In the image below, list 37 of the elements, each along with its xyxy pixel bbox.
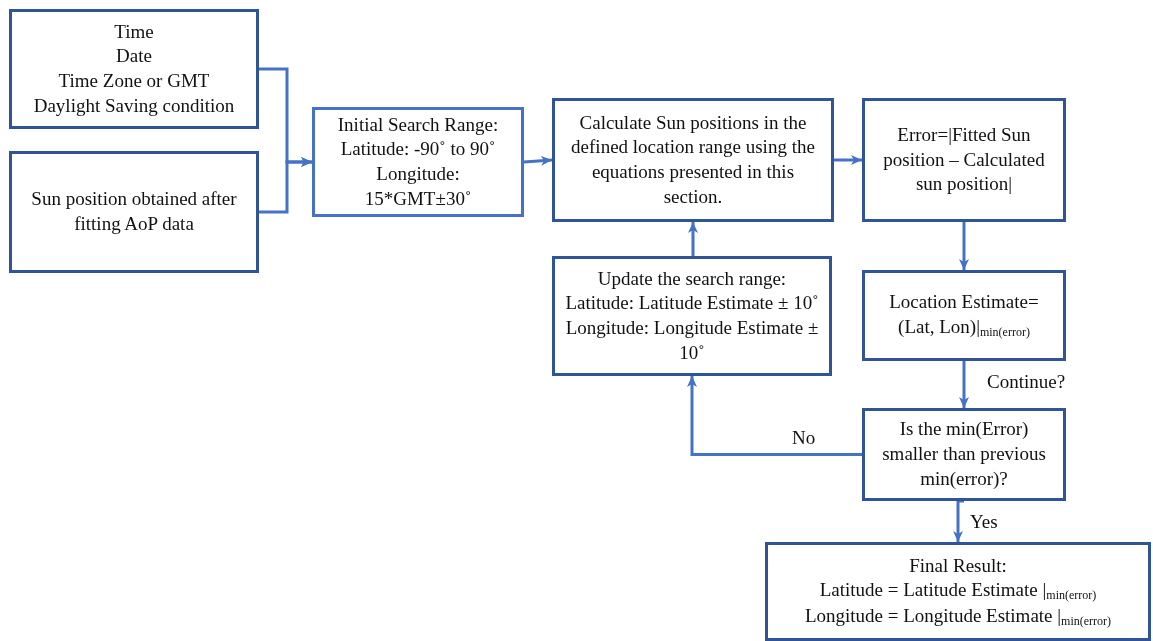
box-text: Location Estimate= — [889, 290, 1039, 315]
box-text: Daylight Saving condition — [33, 93, 235, 118]
process-box — [862, 98, 1066, 222]
box-text: (Lat, Lon)|$_{min(error)}$ — [898, 315, 1030, 341]
arrow — [688, 222, 698, 258]
process-box — [862, 270, 1066, 361]
process-box — [312, 107, 524, 217]
arrow — [259, 157, 312, 214]
box-text: Time — [114, 19, 154, 44]
box-text: Initial Search Range: — [337, 112, 499, 137]
process-box — [552, 98, 834, 222]
arrow — [959, 361, 969, 408]
process-box — [862, 408, 1066, 501]
process-box — [552, 256, 832, 376]
arrow — [959, 222, 969, 270]
process-box — [9, 151, 259, 273]
box-text: Date — [116, 44, 152, 69]
box-text: Time Zone or GMT — [58, 69, 210, 93]
box-text: Calculate Sun positions in the defined location range using the equations presented in this section. — [570, 110, 816, 209]
arrow — [687, 376, 862, 456]
box-text: Longitude: Longitude Estimate ± 10˚ — [564, 316, 820, 365]
box-text: Longitude: — [376, 162, 460, 186]
box-text: Final Result: — [909, 553, 1007, 578]
box-text: Is the min(Error) smaller than previous min(error)? — [881, 417, 1047, 491]
arrow — [953, 499, 964, 542]
process-box — [765, 542, 1151, 641]
box-text: 15*GMT±30˚ — [364, 186, 472, 211]
arrow — [834, 155, 862, 165]
box-text: Error=|Fitted Sun position – Calculated sun position| — [882, 122, 1046, 197]
process-box — [9, 9, 259, 129]
box-text: Sun position obtained after fitting AoP data — [30, 187, 238, 236]
box-text: Longitude = Longitude Estimate |$_{min(error)}$ — [804, 603, 1112, 630]
box-text: Update the search range: — [597, 266, 787, 291]
arrow — [523, 155, 553, 166]
box-text: Latitude: -90˚ to 90˚ — [340, 137, 496, 162]
box-text: Latitude = Latitude Estimate |$_{min(error)}$ — [819, 578, 1097, 604]
box-text: Latitude: Latitude Estimate ± 10˚ — [565, 291, 819, 316]
